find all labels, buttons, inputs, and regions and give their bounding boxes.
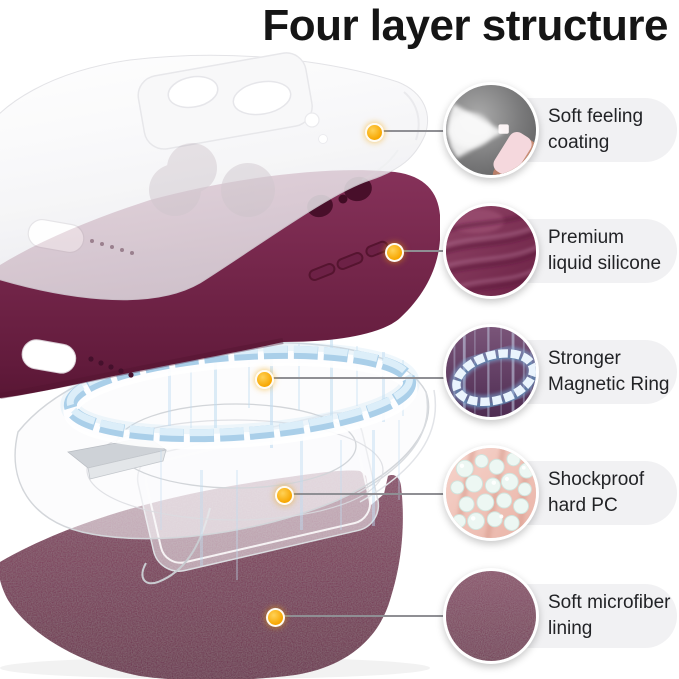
leader-dot-coating (365, 123, 384, 142)
callout-premium-liquid-silicone: Premium liquid silicone (443, 203, 679, 299)
callout-label-line2: hard PC (548, 495, 618, 516)
frosted-camera-holes (167, 75, 328, 144)
callout-label-line1: Shockproof (548, 469, 645, 490)
callout-label-line2: coating (548, 132, 610, 153)
callout-label-line2: lining (548, 618, 593, 639)
leader-dot-pc (275, 486, 294, 505)
leader-line-4 (286, 493, 498, 495)
clear-sheet-corner-line (141, 507, 211, 585)
charging-port-cutout (21, 339, 77, 374)
callout-label-line1: Premium (548, 227, 625, 248)
leader-line-3 (266, 377, 498, 379)
callout-label-line1: Soft microfiber (548, 592, 671, 613)
leader-line-5 (277, 615, 498, 617)
liquid-silicone-photo (443, 203, 539, 299)
callout-shockproof-hard-pc: Shockproof hard PC (443, 445, 679, 541)
callout-label-line1: Soft feeling (548, 106, 644, 127)
callout-label-line1: Stronger (548, 348, 621, 369)
magnetic-ring-photo (443, 324, 539, 420)
leader-dot-silicone (385, 243, 404, 262)
callout-label-line2: Magnetic Ring (548, 374, 670, 395)
leader-dot-lining (266, 608, 285, 627)
hard-pc-beads-photo (443, 445, 539, 541)
spray-coating-photo (443, 82, 539, 178)
leader-line-1 (376, 130, 498, 132)
page-title: Four layer structure (262, 1, 668, 50)
callout-soft-microfiber-lining: Soft microfiber lining (443, 568, 679, 664)
microfiber-photo (443, 568, 539, 664)
frosted-port-cutout (27, 218, 85, 254)
callout-label-line2: liquid silicone (548, 253, 662, 274)
layer-frosted-shell (0, 52, 429, 301)
callout-stronger-magnetic-ring: Stronger Magnetic Ring (443, 324, 679, 420)
frosted-camera-plate (137, 52, 313, 150)
layer-clear-pc-shell (14, 338, 437, 580)
speaker-holes (88, 356, 134, 378)
callout-soft-feeling-coating: Soft feeling coating (443, 82, 679, 178)
side-buttons (308, 240, 389, 281)
frosted-speaker-holes (90, 239, 134, 255)
leader-dot-magnet (255, 370, 274, 389)
